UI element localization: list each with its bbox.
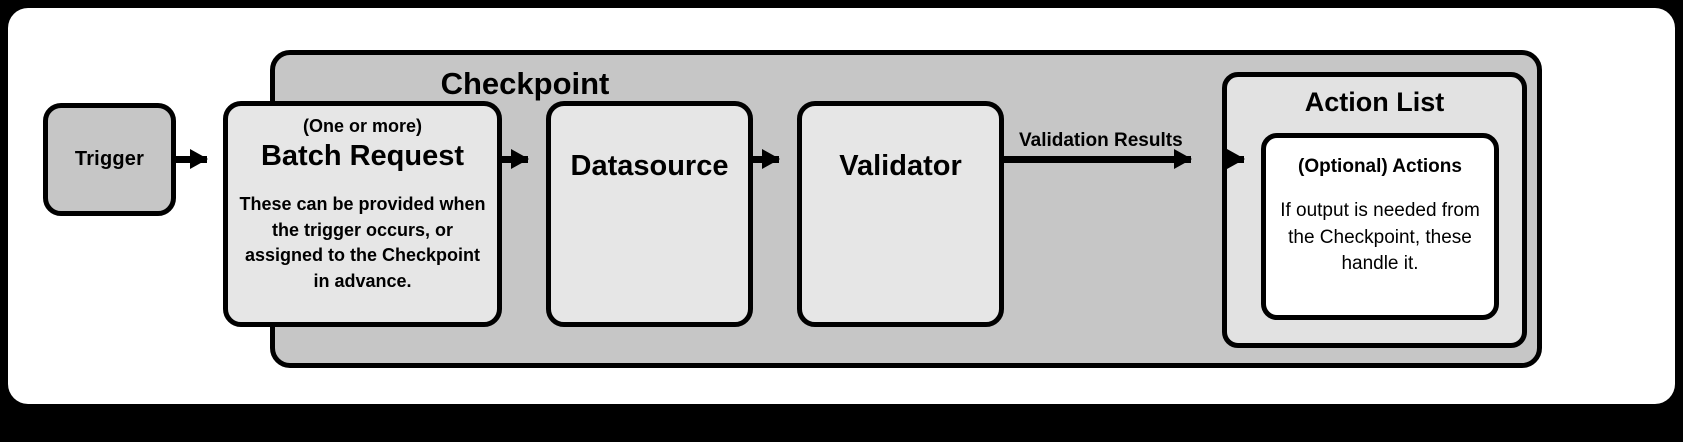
batch-request-subtitle: (One or more)	[302, 116, 422, 136]
batch-request-title: Batch Request	[260, 139, 465, 172]
node-optional-actions[interactable]: (Optional) Actions If output is needed f…	[1261, 133, 1499, 320]
action-list-title: Action List	[1304, 87, 1445, 117]
datasource-title: Datasource	[570, 150, 729, 182]
node-trigger[interactable]: Trigger	[43, 103, 176, 216]
node-batch-request[interactable]: (One or more) Batch Request These can be…	[223, 101, 502, 327]
node-datasource[interactable]: Datasource	[546, 101, 753, 327]
arrow-datasource-to-validator	[753, 149, 780, 169]
arrow-validator-to-action-list	[1004, 149, 1192, 169]
checkpoint-title: Checkpoint	[440, 66, 610, 101]
diagram-canvas: Trigger Checkpoint (One or more) Batch R…	[8, 8, 1675, 404]
batch-request-body: These can be provided when the trigger o…	[239, 194, 486, 291]
node-validator[interactable]: Validator	[797, 101, 1004, 327]
validator-title: Validator	[839, 150, 962, 182]
trigger-label: Trigger	[74, 148, 145, 170]
edge-label-validation-results: Validation Results	[1019, 130, 1183, 151]
actions-title: (Optional) Actions	[1298, 156, 1462, 177]
arrow-trigger-to-batch-request	[176, 149, 208, 169]
arrow-action-list-to-actions	[1222, 149, 1245, 169]
arrow-batch-request-to-datasource	[502, 149, 529, 169]
actions-body: If output is needed from the Checkpoint,…	[1280, 200, 1480, 275]
